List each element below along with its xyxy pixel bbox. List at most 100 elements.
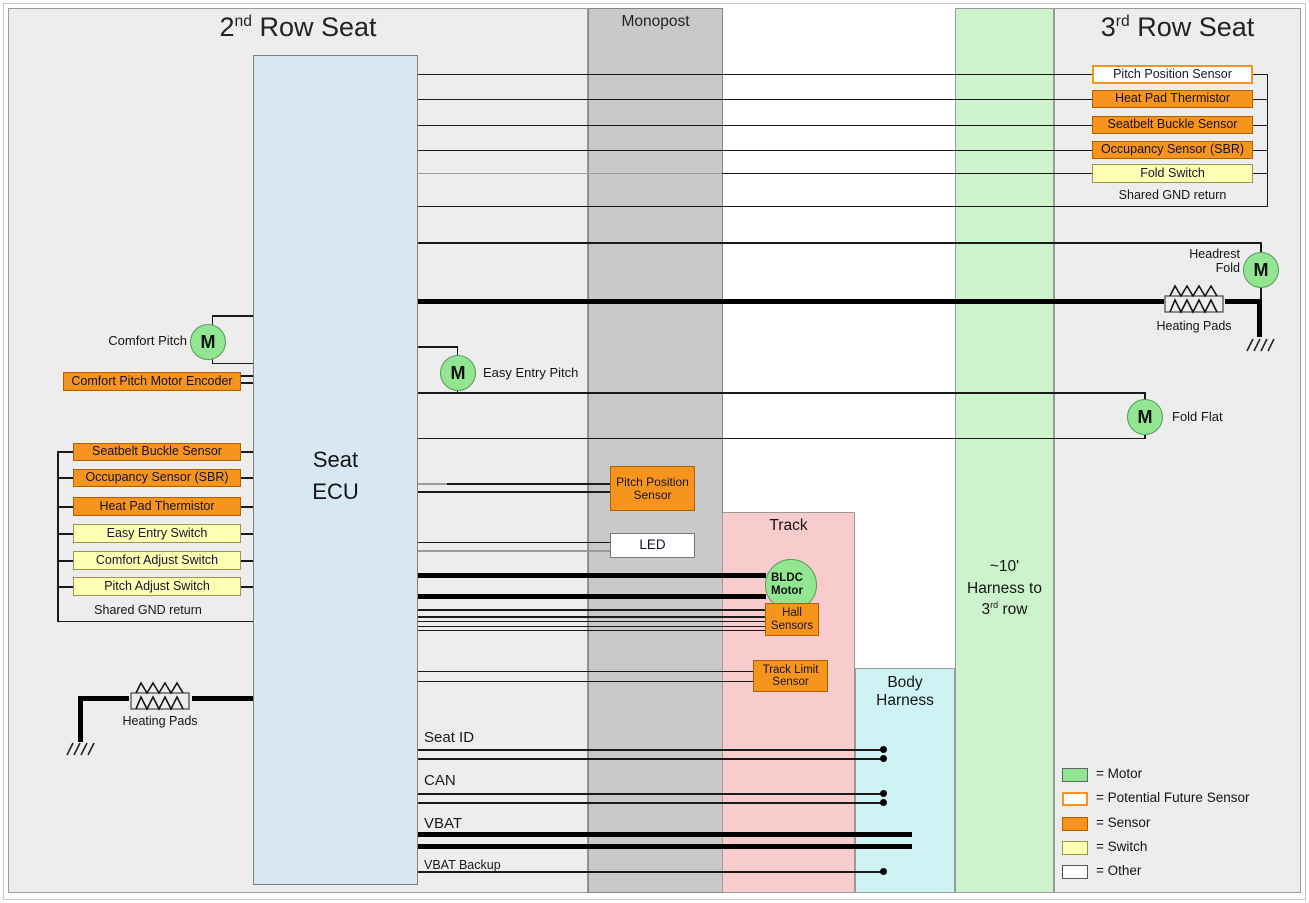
ground-icon [66, 742, 95, 756]
wire [57, 586, 73, 588]
wire-pitch-position-sensor [447, 483, 610, 485]
wire [722, 172, 1092, 174]
wire-vbat [418, 831, 912, 837]
wire-seat-id [418, 749, 884, 751]
bldc-motor-label: BLDC Motor [771, 572, 803, 597]
fold-switch-box: Fold Switch [1092, 164, 1253, 183]
wire-headrest-fold [418, 242, 1261, 244]
wire [418, 149, 1092, 151]
wire-heating-pads-2nd-row [192, 695, 254, 701]
legend-other-swatch [1062, 864, 1088, 879]
wire-fold-flat-bottom [418, 437, 1145, 439]
wire [57, 477, 73, 479]
legend-sensor-swatch [1062, 816, 1088, 831]
heating-pads-label-3rd-row: Heating Pads [1156, 319, 1232, 333]
legend-future-sensor-swatch [1062, 792, 1088, 806]
wire-hall-sensors [418, 616, 765, 618]
comfort-pitch-label: Comfort Pitch [108, 333, 187, 348]
fold-flat-label: Fold Flat [1172, 409, 1223, 424]
wire [418, 124, 1092, 126]
legend-switch-swatch [1062, 841, 1088, 855]
wire [241, 533, 253, 535]
easy-entry-switch-box: Easy Entry Switch [73, 524, 241, 543]
can-label: CAN [424, 772, 456, 789]
motor-m: M [1137, 406, 1153, 427]
wire-easy-entry-pitch [418, 346, 458, 348]
easy-entry-pitch-motor: M [440, 355, 476, 391]
wire [1144, 392, 1146, 400]
wire [1260, 242, 1262, 252]
outer-frame [3, 3, 1306, 900]
wire [418, 98, 1092, 100]
wire-2nd-row-gnd-bus [57, 451, 59, 621]
wire-3rd-row-gnd-bus [1266, 73, 1268, 207]
headrest-fold-motor: M [1243, 252, 1279, 288]
wire-junction-dot [880, 790, 887, 797]
wire [418, 550, 610, 552]
wire-track-limit-sensor [418, 670, 753, 672]
wire [1260, 287, 1262, 301]
seatbelt-buckle-sensor-box: Seatbelt Buckle Sensor [73, 443, 241, 461]
heat-pad-thermistor-box: Heat Pad Thermistor [73, 497, 241, 516]
wire [57, 560, 73, 562]
heat-pad-thermistor-box-3rd-row: Heat Pad Thermistor [1092, 90, 1253, 108]
comfort-pitch-motor: M [190, 324, 226, 360]
motor-m: M [1253, 259, 1269, 280]
wire [80, 695, 129, 701]
resistor-icon [1164, 284, 1224, 314]
resistor-icon [130, 681, 190, 711]
wire-comfort-pitch [212, 315, 253, 317]
wire [1225, 298, 1262, 304]
hall-sensors-box: Hall Sensors [765, 603, 819, 636]
wire [1253, 98, 1268, 100]
wire-shared-gnd-3rd-row [418, 205, 1267, 207]
pitch-position-sensor-box-3rd-row: Pitch Position Sensor [1092, 65, 1253, 84]
easy-entry-pitch-label: Easy Entry Pitch [483, 365, 579, 380]
wire [1253, 73, 1268, 75]
legend-motor-label: = Motor [1096, 766, 1143, 781]
wire-bldc-motor [418, 573, 766, 578]
vbat-label: VBAT [424, 815, 463, 832]
shared-gnd-label-3rd-row: Shared GND return [1118, 188, 1227, 202]
wire-track-limit-sensor [418, 680, 753, 682]
comfort-adjust-switch-box: Comfort Adjust Switch [73, 551, 241, 570]
track-title: Track [769, 517, 808, 534]
comfort-pitch-motor-encoder-box: Comfort Pitch Motor Encoder [63, 372, 241, 391]
wire-hall-sensors [418, 629, 765, 631]
wire-can [418, 793, 884, 795]
legend-future-sensor-label: = Potential Future Sensor [1096, 790, 1250, 805]
wire-led [418, 541, 610, 543]
wire [1253, 124, 1268, 126]
occupancy-sensor-box-3rd-row: Occupancy Sensor (SBR) [1092, 141, 1253, 159]
wire-junction-dot [880, 746, 887, 753]
fold-flat-motor: M [1127, 399, 1163, 435]
legend-other-label: = Other [1096, 862, 1142, 878]
harness-band [955, 8, 1054, 893]
wire-fold-flat-top [418, 392, 1145, 394]
wire [241, 477, 253, 479]
wire [212, 362, 253, 364]
pitch-position-sensor-box-monopost: Pitch Position Sensor [610, 466, 695, 511]
wire [77, 695, 83, 742]
seat-id-label: Seat ID [424, 729, 475, 746]
wire-hall-sensors [418, 620, 765, 622]
wire-junction-dot [880, 868, 887, 875]
wire [241, 506, 253, 508]
ground-icon [1246, 338, 1275, 352]
legend-switch-label: = Switch [1096, 839, 1148, 854]
heating-pads-label-2nd-row: Heating Pads [122, 714, 198, 728]
wire-junction-dot [880, 799, 887, 806]
wire [418, 491, 610, 493]
wire [57, 451, 73, 453]
led-box: LED [610, 533, 695, 558]
wire-shared-gnd-2nd-row [57, 620, 253, 622]
wire-hall-sensors [418, 609, 765, 611]
harness-band-label: ~10' Harness to 3rd row [967, 558, 1042, 619]
wire [211, 359, 213, 363]
wire [1253, 149, 1268, 151]
wire-heating-pads-3rd-row [418, 298, 1164, 304]
wire [1144, 433, 1146, 439]
wire [241, 382, 253, 384]
body-harness-panel [855, 668, 955, 893]
